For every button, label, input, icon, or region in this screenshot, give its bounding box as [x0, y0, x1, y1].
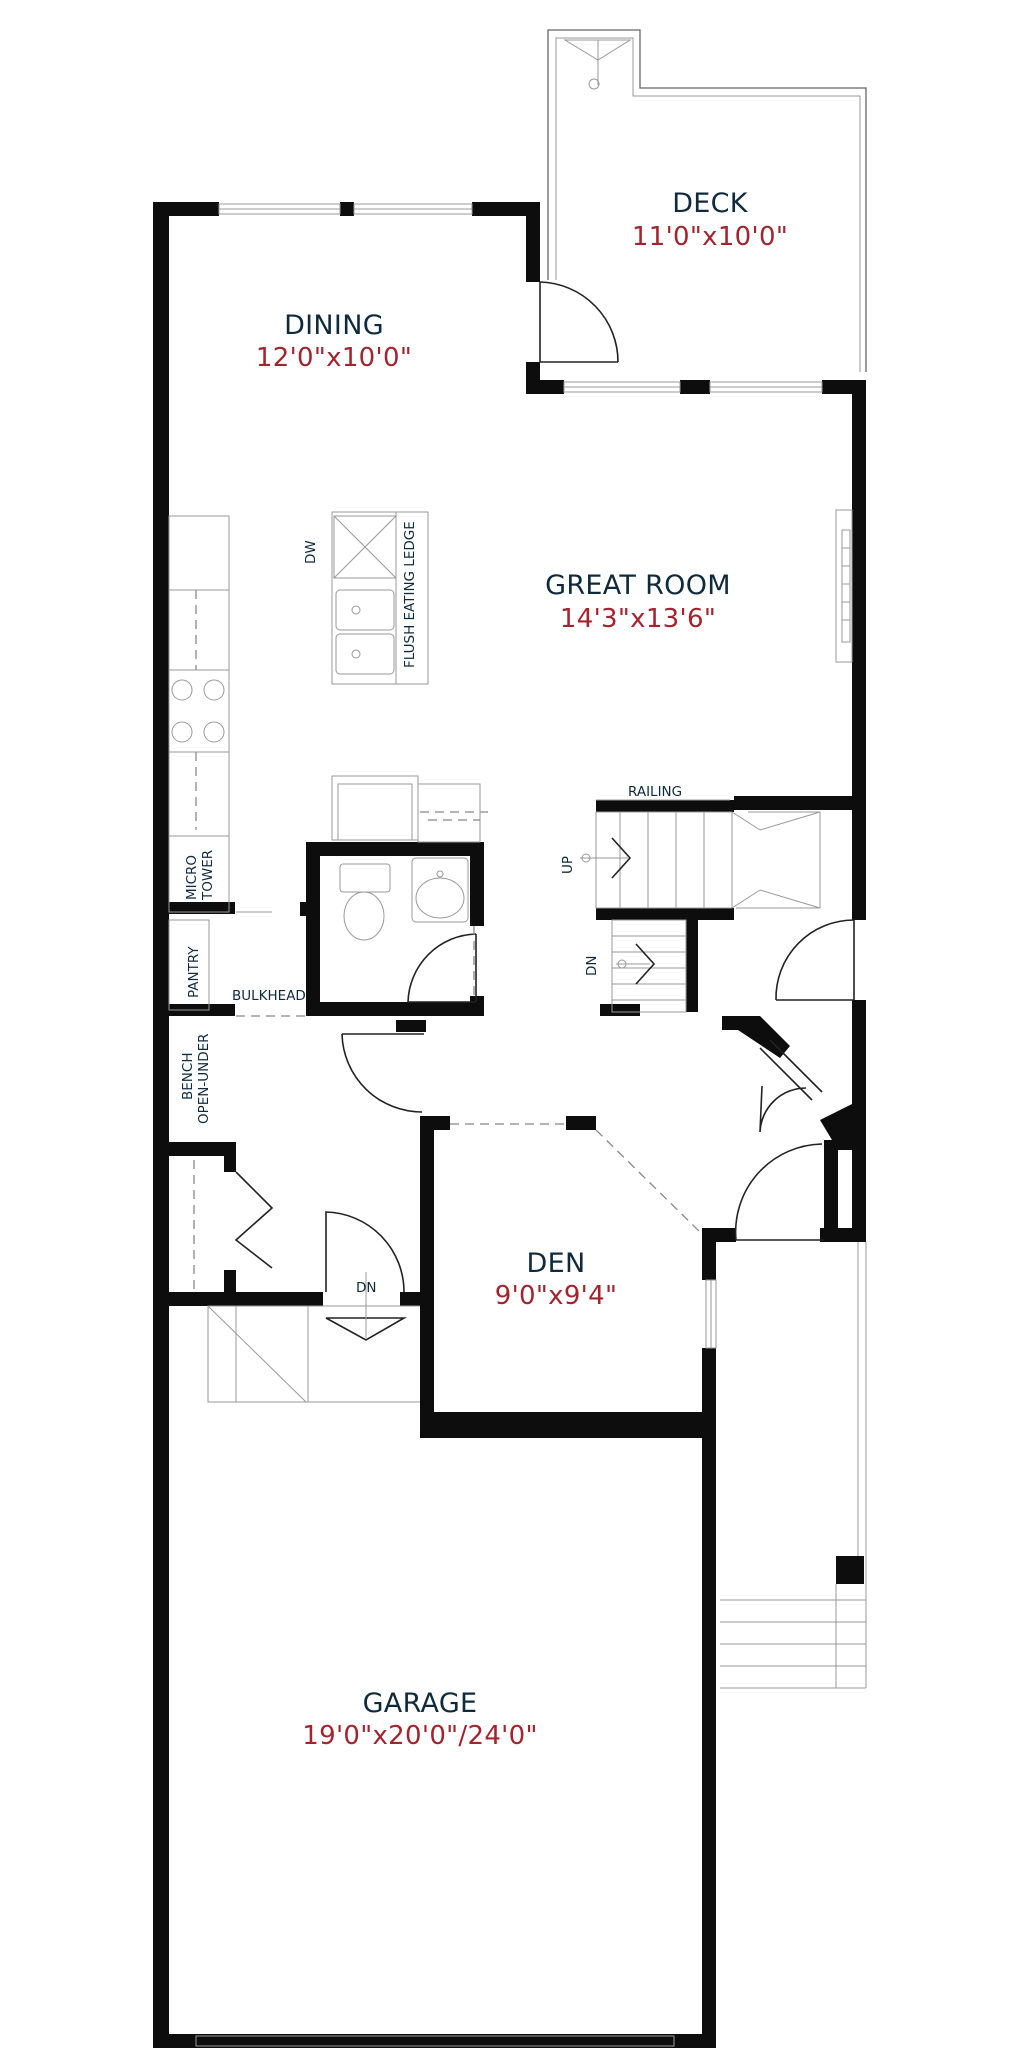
garage-dims: 19'0"x20'0"/24'0" — [302, 1721, 537, 1751]
doors — [234, 281, 855, 1293]
windows — [195, 203, 823, 2047]
flush-eating-ledge-label: FLUSH EATING LEDGE — [402, 521, 418, 668]
open-under-label: OPEN-UNDER — [196, 1033, 212, 1124]
bulkhead-label: BULKHEAD — [232, 988, 306, 1004]
micro-label: MICRO — [184, 855, 200, 900]
garage-name: GARAGE — [363, 1688, 478, 1719]
deck-dims: 11'0"x10'0" — [632, 222, 788, 252]
fireplace — [835, 509, 853, 663]
pantry-label: PANTRY — [186, 946, 202, 998]
deck-outline — [547, 29, 867, 372]
kitchen-counters — [168, 511, 481, 1011]
bench-label: BENCH — [180, 1053, 196, 1100]
up-label: UP — [560, 856, 576, 874]
dn-garage-label: DN — [356, 1280, 377, 1296]
deck-name: DECK — [672, 188, 749, 219]
railing-label: RAILING — [628, 784, 682, 800]
den-dims: 9'0"x9'4" — [495, 1281, 617, 1311]
dining-dims: 12'0"x10'0" — [256, 343, 412, 373]
dn-stair-label: DN — [584, 956, 600, 977]
den-name: DEN — [527, 1248, 586, 1279]
stairs — [207, 799, 867, 1689]
dining-name: DINING — [284, 310, 384, 341]
tower-label: TOWER — [200, 850, 216, 901]
bathroom-fixtures — [339, 857, 469, 941]
dw-label: DW — [303, 540, 319, 564]
dashed-lines — [193, 590, 701, 1290]
great-room-name: GREAT ROOM — [545, 570, 731, 601]
walls — [153, 202, 866, 2048]
great-room-dims: 14'3"x13'6" — [560, 604, 716, 634]
